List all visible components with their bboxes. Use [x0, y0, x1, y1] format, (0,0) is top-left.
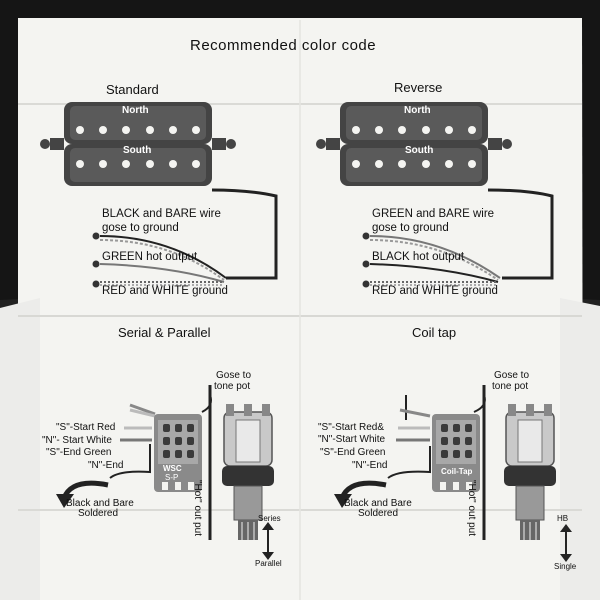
serial-heading: Serial & Parallel — [118, 325, 211, 340]
coiltap-black-bare-1: Black and Bare — [344, 498, 412, 509]
reverse-pickup — [316, 102, 554, 280]
reverse-wire-3: RED and WHITE ground — [372, 285, 498, 297]
coiltap-tone-1: Gose to — [494, 370, 530, 381]
coiltap-tone-2: tone pot — [492, 381, 529, 392]
coiltap-hot-output: "Hot" out put — [466, 480, 477, 537]
coiltap-down-label: Single — [554, 562, 577, 571]
reverse-heading: Reverse — [394, 80, 443, 95]
reverse-north-label: North — [404, 105, 431, 116]
standard-heading: Standard — [106, 82, 159, 97]
standard-wire-3: RED and WHITE ground — [102, 285, 228, 297]
reverse-wire-1b: gose to ground — [372, 222, 449, 234]
serial-switch-label-2: S-P — [165, 473, 179, 482]
standard-wire-2: GREEN hot output — [102, 251, 198, 263]
serial-n-start: "N"- Start White — [42, 435, 112, 446]
coiltap-heading: Coil tap — [412, 325, 457, 340]
standard-south-label: South — [123, 145, 152, 156]
coiltap-s-start: "S"-Start Red& — [318, 422, 385, 433]
reverse-wires — [362, 232, 501, 288]
standard-north-label: North — [122, 105, 149, 116]
coiltap-s-end: "S"-End Green — [320, 447, 386, 458]
reverse-wire-1: GREEN and BARE wire — [372, 208, 495, 220]
serial-s-start: "S"-Start Red — [56, 422, 116, 433]
standard-pickup — [40, 102, 278, 280]
serial-down-label: Parallel — [255, 559, 282, 568]
serial-s-end: "S"-End Green — [46, 447, 112, 458]
serial-up-label: Series — [258, 514, 281, 523]
serial-black-bare-1: Black and Bare — [66, 498, 134, 509]
serial-tone-1: Gose to — [216, 370, 252, 381]
coiltap-up-label: HB — [557, 514, 569, 523]
reverse-wire-2: BLACK hot output — [372, 251, 465, 263]
coiltap-black-bare-2: Soldered — [358, 508, 399, 519]
coiltap-n-end: "N"-End — [352, 460, 388, 471]
standard-wire-1b: gose to ground — [102, 222, 179, 234]
standard-wires — [92, 232, 227, 288]
page-title: Recommended color code — [190, 37, 377, 54]
serial-switch-label-1: WSC — [163, 464, 182, 473]
standard-wire-1: BLACK and BARE wire — [102, 208, 221, 220]
serial-hot-output: "Hot" out put — [192, 480, 203, 537]
serial-tone-2: tone pot — [214, 381, 251, 392]
coiltap-switch-label: Coil-Tap — [441, 467, 473, 476]
serial-n-end: "N"-End — [88, 460, 124, 471]
serial-parallel-diagram — [56, 385, 274, 560]
reverse-south-label: South — [405, 145, 434, 156]
coil-tap-diagram — [334, 385, 572, 562]
serial-black-bare-2: Soldered — [78, 508, 119, 519]
coiltap-n-start: "N"-Start White — [318, 434, 386, 445]
